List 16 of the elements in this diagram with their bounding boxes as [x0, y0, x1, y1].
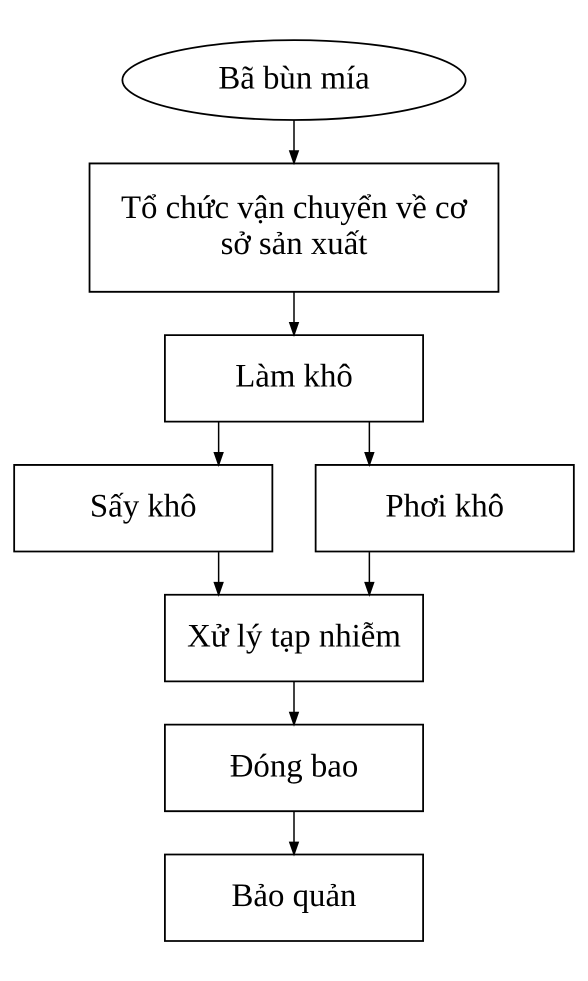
node-box: Tổ chức vận chuyển về cơ sở sản xuất	[88, 162, 500, 293]
node-box: Bảo quản	[164, 854, 424, 942]
arrow	[213, 422, 224, 467]
node-box: Làm khô	[164, 334, 424, 423]
arrow	[288, 292, 300, 337]
arrow	[288, 120, 300, 166]
arrow	[364, 422, 375, 467]
node-box: Sấy khô	[13, 464, 274, 552]
node-box: Xử lý tạp nhiễm	[164, 594, 424, 682]
arrow	[288, 682, 300, 727]
node-ellipse: Bã bùn mía	[121, 39, 467, 121]
arrow	[288, 812, 300, 857]
arrow	[213, 552, 224, 597]
node-box: Phơi khô	[314, 464, 575, 552]
arrow	[364, 552, 375, 597]
node-box: Đóng bao	[164, 724, 424, 812]
